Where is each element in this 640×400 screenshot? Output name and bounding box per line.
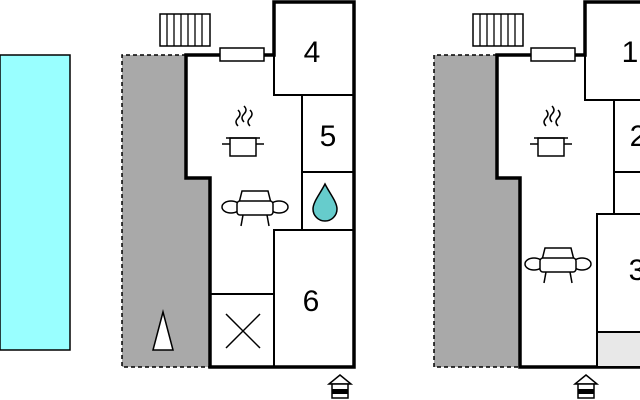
light-area: [596, 331, 640, 368]
room-4-label: 4: [304, 36, 321, 69]
room-2: [613, 99, 640, 173]
north-arrow-icon: [152, 309, 174, 351]
window-icon: [530, 47, 576, 62]
room-1-label: 1: [622, 36, 639, 69]
room-6-label: 6: [303, 285, 320, 318]
radiator-icon: [159, 13, 211, 47]
plan-right: 1 2 3: [433, 0, 640, 399]
cooking-pot-icon: [222, 105, 264, 157]
window-icon: [219, 47, 265, 62]
pool: [0, 54, 71, 351]
room-2-label: 2: [630, 120, 640, 153]
radiator-icon: [472, 13, 524, 47]
staircase-icon: [209, 293, 275, 368]
sofa-icon: [524, 247, 592, 284]
house-outline: [184, 0, 356, 369]
plan-left: 4 5 6: [121, 0, 356, 399]
sofa-icon: [221, 190, 289, 227]
water-drop-icon: [312, 182, 338, 222]
entrance-icon: [572, 374, 600, 399]
entrance-icon: [326, 374, 354, 399]
room-5-label: 5: [320, 120, 337, 153]
cooking-pot-icon: [530, 105, 572, 157]
room-3-label: 3: [629, 254, 640, 287]
